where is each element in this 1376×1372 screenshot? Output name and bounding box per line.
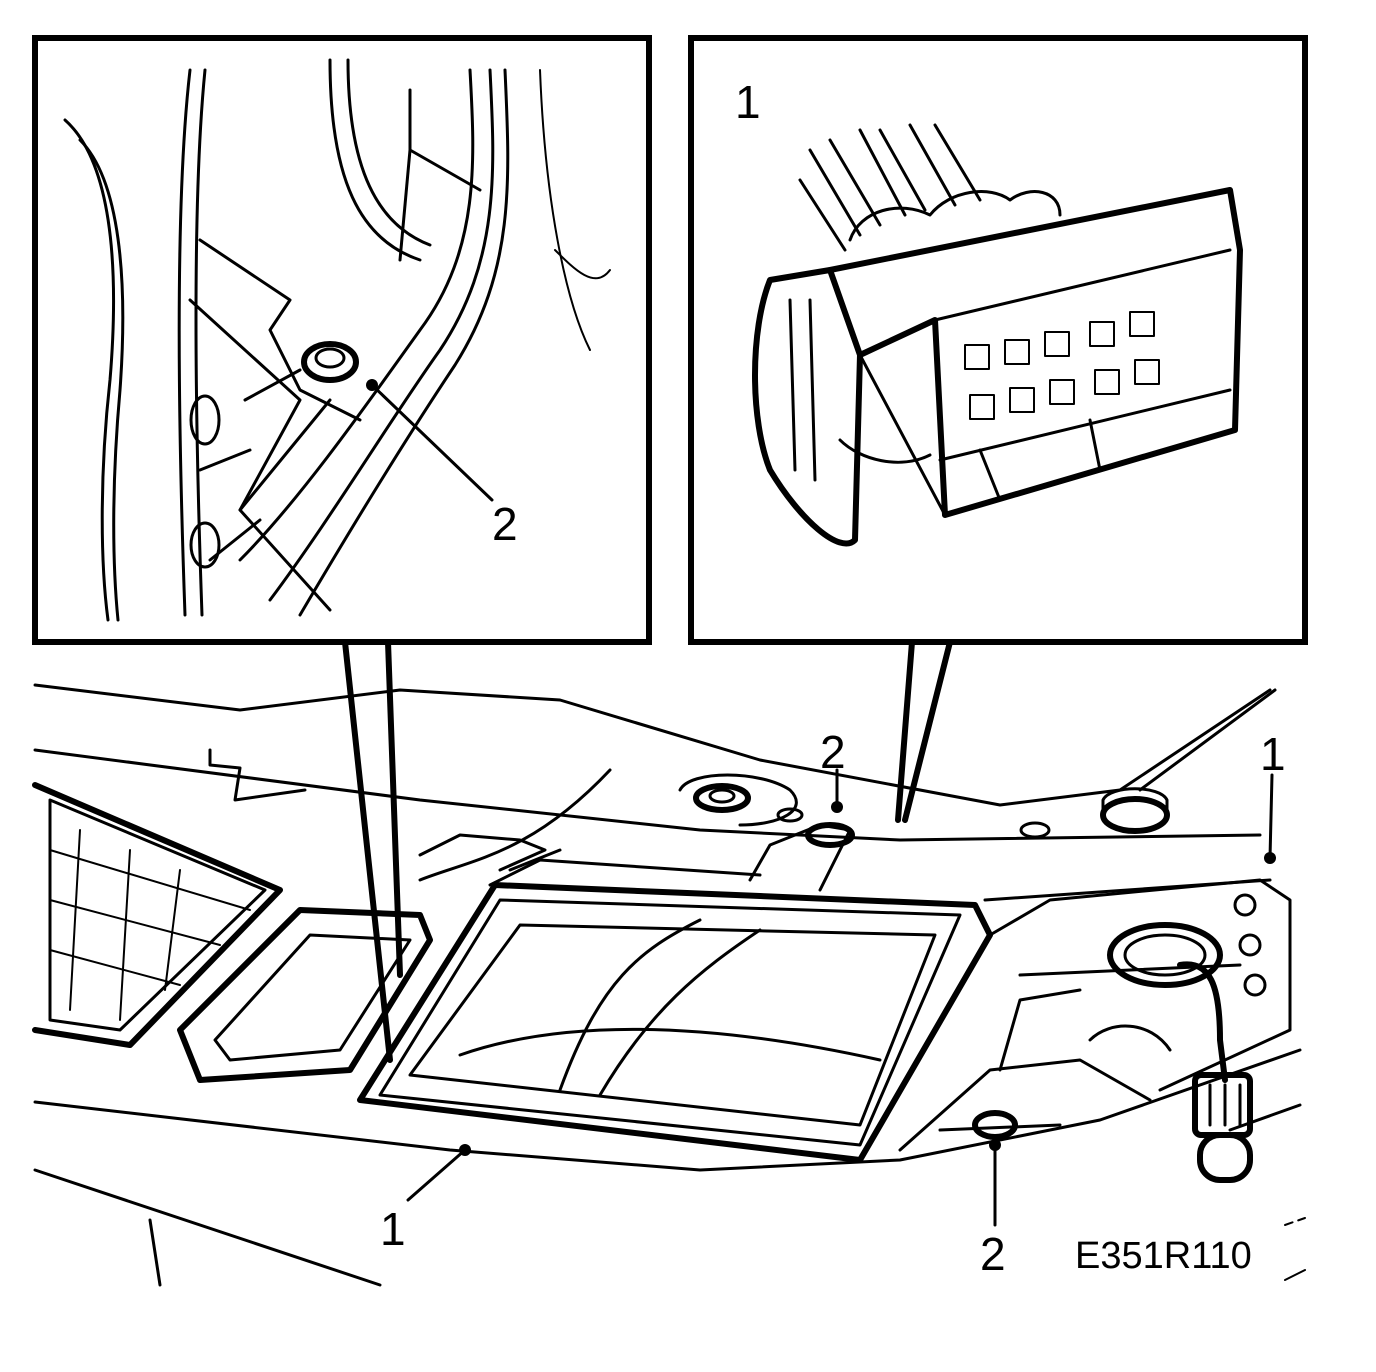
left-detail-callout-2: 2 xyxy=(492,498,518,550)
detail-pointers xyxy=(342,639,953,1063)
main-callout-lower-bolt-2: 2 xyxy=(980,1228,1006,1280)
main-view-drawing xyxy=(32,683,1306,1287)
pin-cavities xyxy=(964,311,1160,420)
left-detail-drawing xyxy=(63,58,611,622)
callout-leaders xyxy=(406,768,1276,1227)
connector-drawing xyxy=(752,123,1243,547)
main-callout-upper-connector-2: 2 xyxy=(820,726,846,778)
detail-panel-right: 1 xyxy=(688,35,1308,645)
headlamp-unit xyxy=(357,848,1292,1183)
right-detail-callout-1: 1 xyxy=(735,76,761,128)
front-grille xyxy=(32,782,283,1048)
upper-bracket xyxy=(418,688,1277,892)
main-callout-lens-edge-1: 1 xyxy=(380,1203,406,1255)
figure-reference-code: E351R110 xyxy=(1075,1235,1252,1277)
main-callout-right-connector-1: 1 xyxy=(1260,728,1286,780)
detail-panel-left: 2 xyxy=(32,35,652,645)
